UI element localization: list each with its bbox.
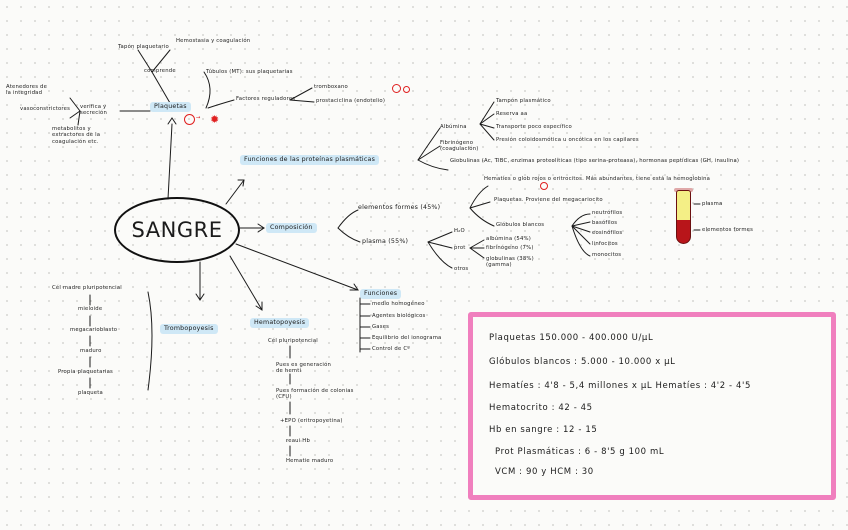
hemato-step: reaui Hb	[286, 438, 311, 444]
value-row: Hematíes : 4'8 - 5,4 millones x µL Hemat…	[489, 381, 751, 391]
leucocito-item: monocitos	[592, 252, 622, 258]
plaquetas-top1: Tapón plaquetario	[118, 44, 169, 50]
albumina-item: Transporte poco específico	[496, 124, 572, 130]
prot-label: prot	[454, 245, 466, 251]
leucocito-item: eosinófilos	[592, 230, 623, 236]
tube-elementos-label: elementos formes	[702, 227, 754, 233]
plaquetas-factores: Factores reguladores	[236, 96, 296, 102]
plasma-label: plasma (55%)	[362, 238, 409, 245]
funcion-item: Equilibrio del ionograma	[372, 335, 442, 341]
albumina-item: Reserva aa	[496, 111, 528, 117]
trombo-step: plaqueta	[78, 390, 103, 396]
funciones-sangre-node: Funciones	[360, 289, 402, 299]
red-circle-icon	[403, 86, 410, 93]
plaquetas-prostaciclina: prostaciclina (endotelio)	[316, 98, 386, 104]
albumina-item: Tampón plasmático	[496, 98, 551, 104]
hematies-label: Hematíes o glob rojos o eritrocitos. Más…	[484, 176, 711, 182]
test-tube-icon	[676, 190, 691, 244]
funcion-item: Gases	[372, 324, 390, 330]
value-row: Glóbulos blancos : 5.000 - 10.000 x µL	[489, 357, 676, 367]
globulos-blancos-label: Glóbulos blancos	[496, 222, 545, 228]
value-row: VCM : 90 y HCM : 30	[495, 467, 594, 477]
proteina-item: albúmina (54%)	[486, 236, 532, 242]
plaquetas-comp-label: Plaquetas. Proviene del megacariocito	[494, 197, 603, 203]
leucocito-item: linfocitos	[592, 241, 618, 247]
hemato-step: Pues es generación de hemtí	[276, 362, 332, 375]
proteina-item: fibrinógeno (7%)	[486, 245, 534, 251]
value-row: Hb en sangre : 12 - 15	[489, 425, 598, 435]
center-title: SANGRE	[131, 218, 223, 242]
plaquetas-tromboxano: tromboxano	[314, 84, 348, 90]
proteina-item: globulinas (38%) (gamma)	[486, 256, 534, 269]
h2o-label: H₂O	[454, 228, 465, 234]
albumina-label: Albúmina	[440, 124, 467, 130]
hemato-step: Hematie maduro	[286, 458, 334, 464]
red-star-icon: ✹	[210, 113, 220, 126]
plaquetas-left3: metabolitos y extractores de la coagulac…	[52, 126, 101, 145]
plaquetas-left1: Atenedores de la integridad	[6, 84, 48, 97]
trombo-step: Propia plaquetarias	[58, 369, 114, 375]
plaquetas-top2: Hemostasia y coagulación	[176, 38, 251, 44]
plaquetas-left2: vasoconstrictores	[20, 106, 71, 112]
value-row: Hematocrito : 42 - 45	[489, 403, 593, 413]
hemato-step: Cél pluripotencial	[268, 338, 318, 344]
trombo-step: Cél madre pluripotencial	[52, 285, 122, 291]
albumina-item: Presión coloidosmótica u oncótica en los…	[496, 137, 639, 143]
leucocito-item: basófilos	[592, 220, 618, 226]
composicion-node: Composición	[266, 223, 317, 233]
plaquetas-top3: comprende	[144, 68, 176, 74]
elementos-formes: elementos formes (45%)	[358, 204, 441, 211]
trombo-step: mieloide	[78, 306, 103, 312]
fibrinogeno-label: Fibrinógeno (coagulación)	[440, 140, 479, 153]
funcion-item: Agentes biológicos	[372, 313, 426, 319]
center-node: SANGRE	[114, 197, 240, 263]
plaquetas-tubulos: Túbulos (MT): sus plaquetarias	[206, 69, 293, 75]
plaquetas-node: Plaquetas	[150, 102, 191, 112]
value-row: Plaquetas 150.000 - 400.000 U/µL	[489, 333, 654, 343]
red-arrow-icon: →	[196, 115, 201, 121]
red-circle-icon	[540, 182, 548, 190]
trombo-step: megacarioblasto	[70, 327, 118, 333]
reference-values-box: Plaquetas 150.000 - 400.000 U/µL Glóbulo…	[468, 312, 836, 500]
trombopoyesis-node: Trombopoyesis	[160, 324, 218, 334]
hematopoyesis-node: Hematopoyesis	[250, 318, 310, 328]
plaquetas-verifica: verifica y secreción	[80, 104, 108, 117]
tube-plasma-label: plasma	[702, 201, 723, 207]
otros-label: otros	[454, 266, 469, 272]
funciones-node: Funciones de las proteínas plasmáticas	[240, 155, 380, 165]
trombo-step: maduro	[80, 348, 102, 354]
value-row: Prot Plasmáticas : 6 - 8'5 g 100 mL	[495, 447, 665, 457]
hemato-step: Pues formación de colonias (CFU)	[276, 388, 354, 401]
leucocito-item: neutrófilos	[592, 210, 623, 216]
red-circle-icon	[392, 84, 401, 93]
hemato-step: +EPO (eritropoyetina)	[280, 418, 343, 424]
red-circle-icon	[184, 114, 195, 125]
funcion-item: Control de Cº	[372, 346, 410, 352]
globulinas-label: Globulinas (Ac, TIBC, enzimas proteolíti…	[450, 158, 740, 164]
funcion-item: medio homogéneo	[372, 301, 425, 307]
